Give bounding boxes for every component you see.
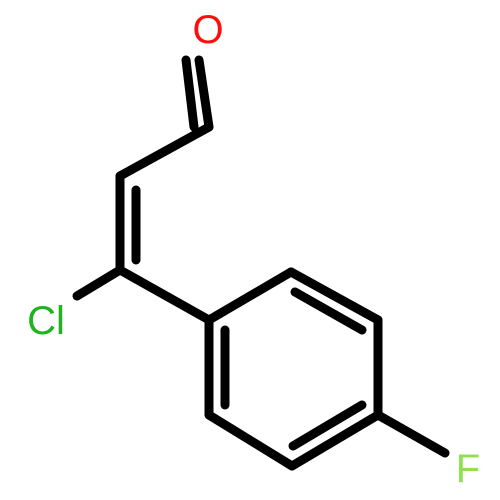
ring-bond-2 — [286, 267, 383, 325]
ring-inner-2 — [288, 400, 367, 451]
bond-c-f — [373, 410, 450, 458]
atom-label-cl: Cl — [27, 299, 65, 343]
ring-bond-4 — [287, 410, 383, 471]
ring-bond-1 — [204, 267, 296, 325]
atom-label-f: F — [456, 447, 480, 491]
bond-c3-ring — [115, 265, 214, 325]
bond-c1-o-a — [194, 55, 214, 132]
bond-c1-c2 — [115, 122, 214, 181]
ring-inner-1 — [290, 287, 367, 335]
bond-c3-cl — [72, 265, 125, 301]
bond-c1-o-b — [181, 55, 199, 132]
atom-label-o: O — [192, 8, 223, 52]
ring-bond-5 — [204, 410, 297, 471]
